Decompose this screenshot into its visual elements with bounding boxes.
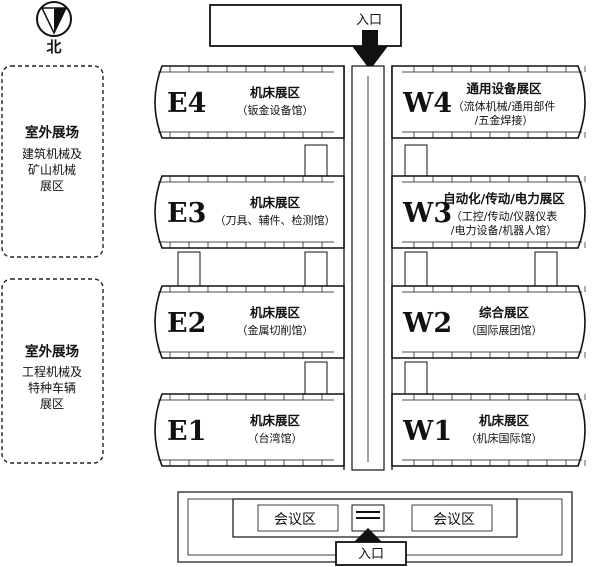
central-corridor	[343, 65, 393, 471]
hall-e2-code: E2	[167, 308, 206, 339]
hall-connectors	[177, 144, 558, 395]
hall-e4[interactable]: E4 机床展区 （钣金设备馆）	[154, 65, 345, 139]
hall-w1-subtitle: （机床国际馆）	[466, 431, 543, 445]
outdoor-area-2[interactable]: 室外展场 工程机械及 特种车辆 展区	[1, 278, 104, 464]
hall-w2-code: W2	[402, 308, 452, 339]
hall-w1[interactable]: W1 机床展区 （机床国际馆）	[391, 393, 586, 467]
hall-w4-subtitle: （流体机械/通用部件	[453, 99, 556, 113]
hall-w4[interactable]: W4 通用设备展区 （流体机械/通用部件/五金焊接）	[391, 65, 586, 139]
hall-w3-subtitle: （工控/传动/仪器仪表	[451, 209, 557, 223]
outdoor-area-2-line-2: 特种车辆	[28, 380, 76, 395]
outdoor-area-1-line-1: 建筑机械及	[22, 146, 82, 161]
hall-e1-title: 机床展区	[250, 413, 301, 428]
outdoor-area-2-title: 室外展场	[25, 343, 79, 360]
hall-e3-outline	[154, 175, 345, 249]
meeting-room-right[interactable]: 会议区	[411, 504, 493, 532]
hall-w3-code: W3	[402, 198, 452, 229]
hall-e2-title: 机床展区	[250, 305, 301, 320]
bottom-entrance[interactable]: 入口	[335, 528, 407, 566]
hall-w4-outline	[391, 65, 586, 139]
hall-w2-title: 综合展区	[479, 305, 530, 320]
hall-w1-code: W1	[402, 416, 452, 447]
hall-e3-subtitle: （刀具、辅件、检测馆）	[215, 213, 336, 227]
outdoor-area-1-line-2: 矿山机械	[28, 162, 76, 177]
hall-e3-title: 机床展区	[250, 195, 301, 210]
hall-e2[interactable]: E2 机床展区 （金属切削馆）	[154, 285, 345, 359]
outdoor-area-1-title: 室外展场	[25, 124, 79, 141]
bottom-entrance-label: 入口	[358, 547, 384, 562]
top-entrance[interactable]: 入口	[209, 4, 402, 70]
hall-w2-subtitle: （国际展团馆）	[466, 323, 543, 337]
hall-e1-subtitle: （台湾馆）	[248, 431, 303, 445]
hall-w3-title: 自动化/传动/电力展区	[443, 191, 565, 206]
compass: 北	[36, 1, 72, 56]
hall-w4-code: W4	[402, 88, 452, 119]
north-arrow-icon	[36, 1, 72, 37]
hall-e2-outline	[154, 285, 345, 359]
outdoor-area-2-line-1: 工程机械及	[22, 364, 82, 379]
hall-w4-title: 通用设备展区	[466, 81, 542, 96]
hall-e4-title: 机床展区	[250, 85, 301, 100]
hall-e4-outline	[154, 65, 345, 139]
hall-w4-subtitle: /五金焊接）	[475, 113, 534, 127]
outdoor-area-1-line-3: 展区	[40, 179, 64, 193]
top-entrance-label: 入口	[356, 13, 382, 28]
hall-e2-subtitle: （金属切削馆）	[237, 323, 314, 337]
hall-e1-code: E1	[167, 416, 206, 447]
meeting-room-left[interactable]: 会议区	[257, 504, 339, 532]
compass-north-label: 北	[46, 38, 61, 56]
hall-w1-title: 机床展区	[479, 413, 530, 428]
hall-w3-subtitle: /电力设备/机器人馆）	[451, 223, 557, 237]
hall-w2[interactable]: W2 综合展区 （国际展团馆）	[391, 285, 586, 359]
hall-w2-outline	[391, 285, 586, 359]
entrance-arrow-icon	[352, 30, 388, 70]
outdoor-area-1[interactable]: 室外展场 建筑机械及 矿山机械 展区	[1, 65, 104, 258]
hall-w1-outline	[391, 393, 586, 467]
meeting-room-left-label: 会议区	[274, 512, 316, 528]
hall-e1-outline	[154, 393, 345, 467]
hall-e4-code: E4	[167, 88, 206, 119]
hall-w3-outline	[391, 175, 586, 249]
outdoor-area-2-line-3: 展区	[40, 397, 64, 411]
hall-e4-subtitle: （钣金设备馆）	[237, 103, 314, 117]
hall-e1[interactable]: E1 机床展区 （台湾馆）	[154, 393, 345, 467]
meeting-room-right-label: 会议区	[433, 512, 475, 528]
hall-layer: E4 机床展区 （钣金设备馆） W4 通用设备展区 （流体机械/通用部件/五金焊接） E3 机…	[154, 65, 586, 467]
hall-e3-code: E3	[167, 198, 206, 229]
hall-e3[interactable]: E3 机床展区 （刀具、辅件、检测馆）	[154, 175, 345, 249]
